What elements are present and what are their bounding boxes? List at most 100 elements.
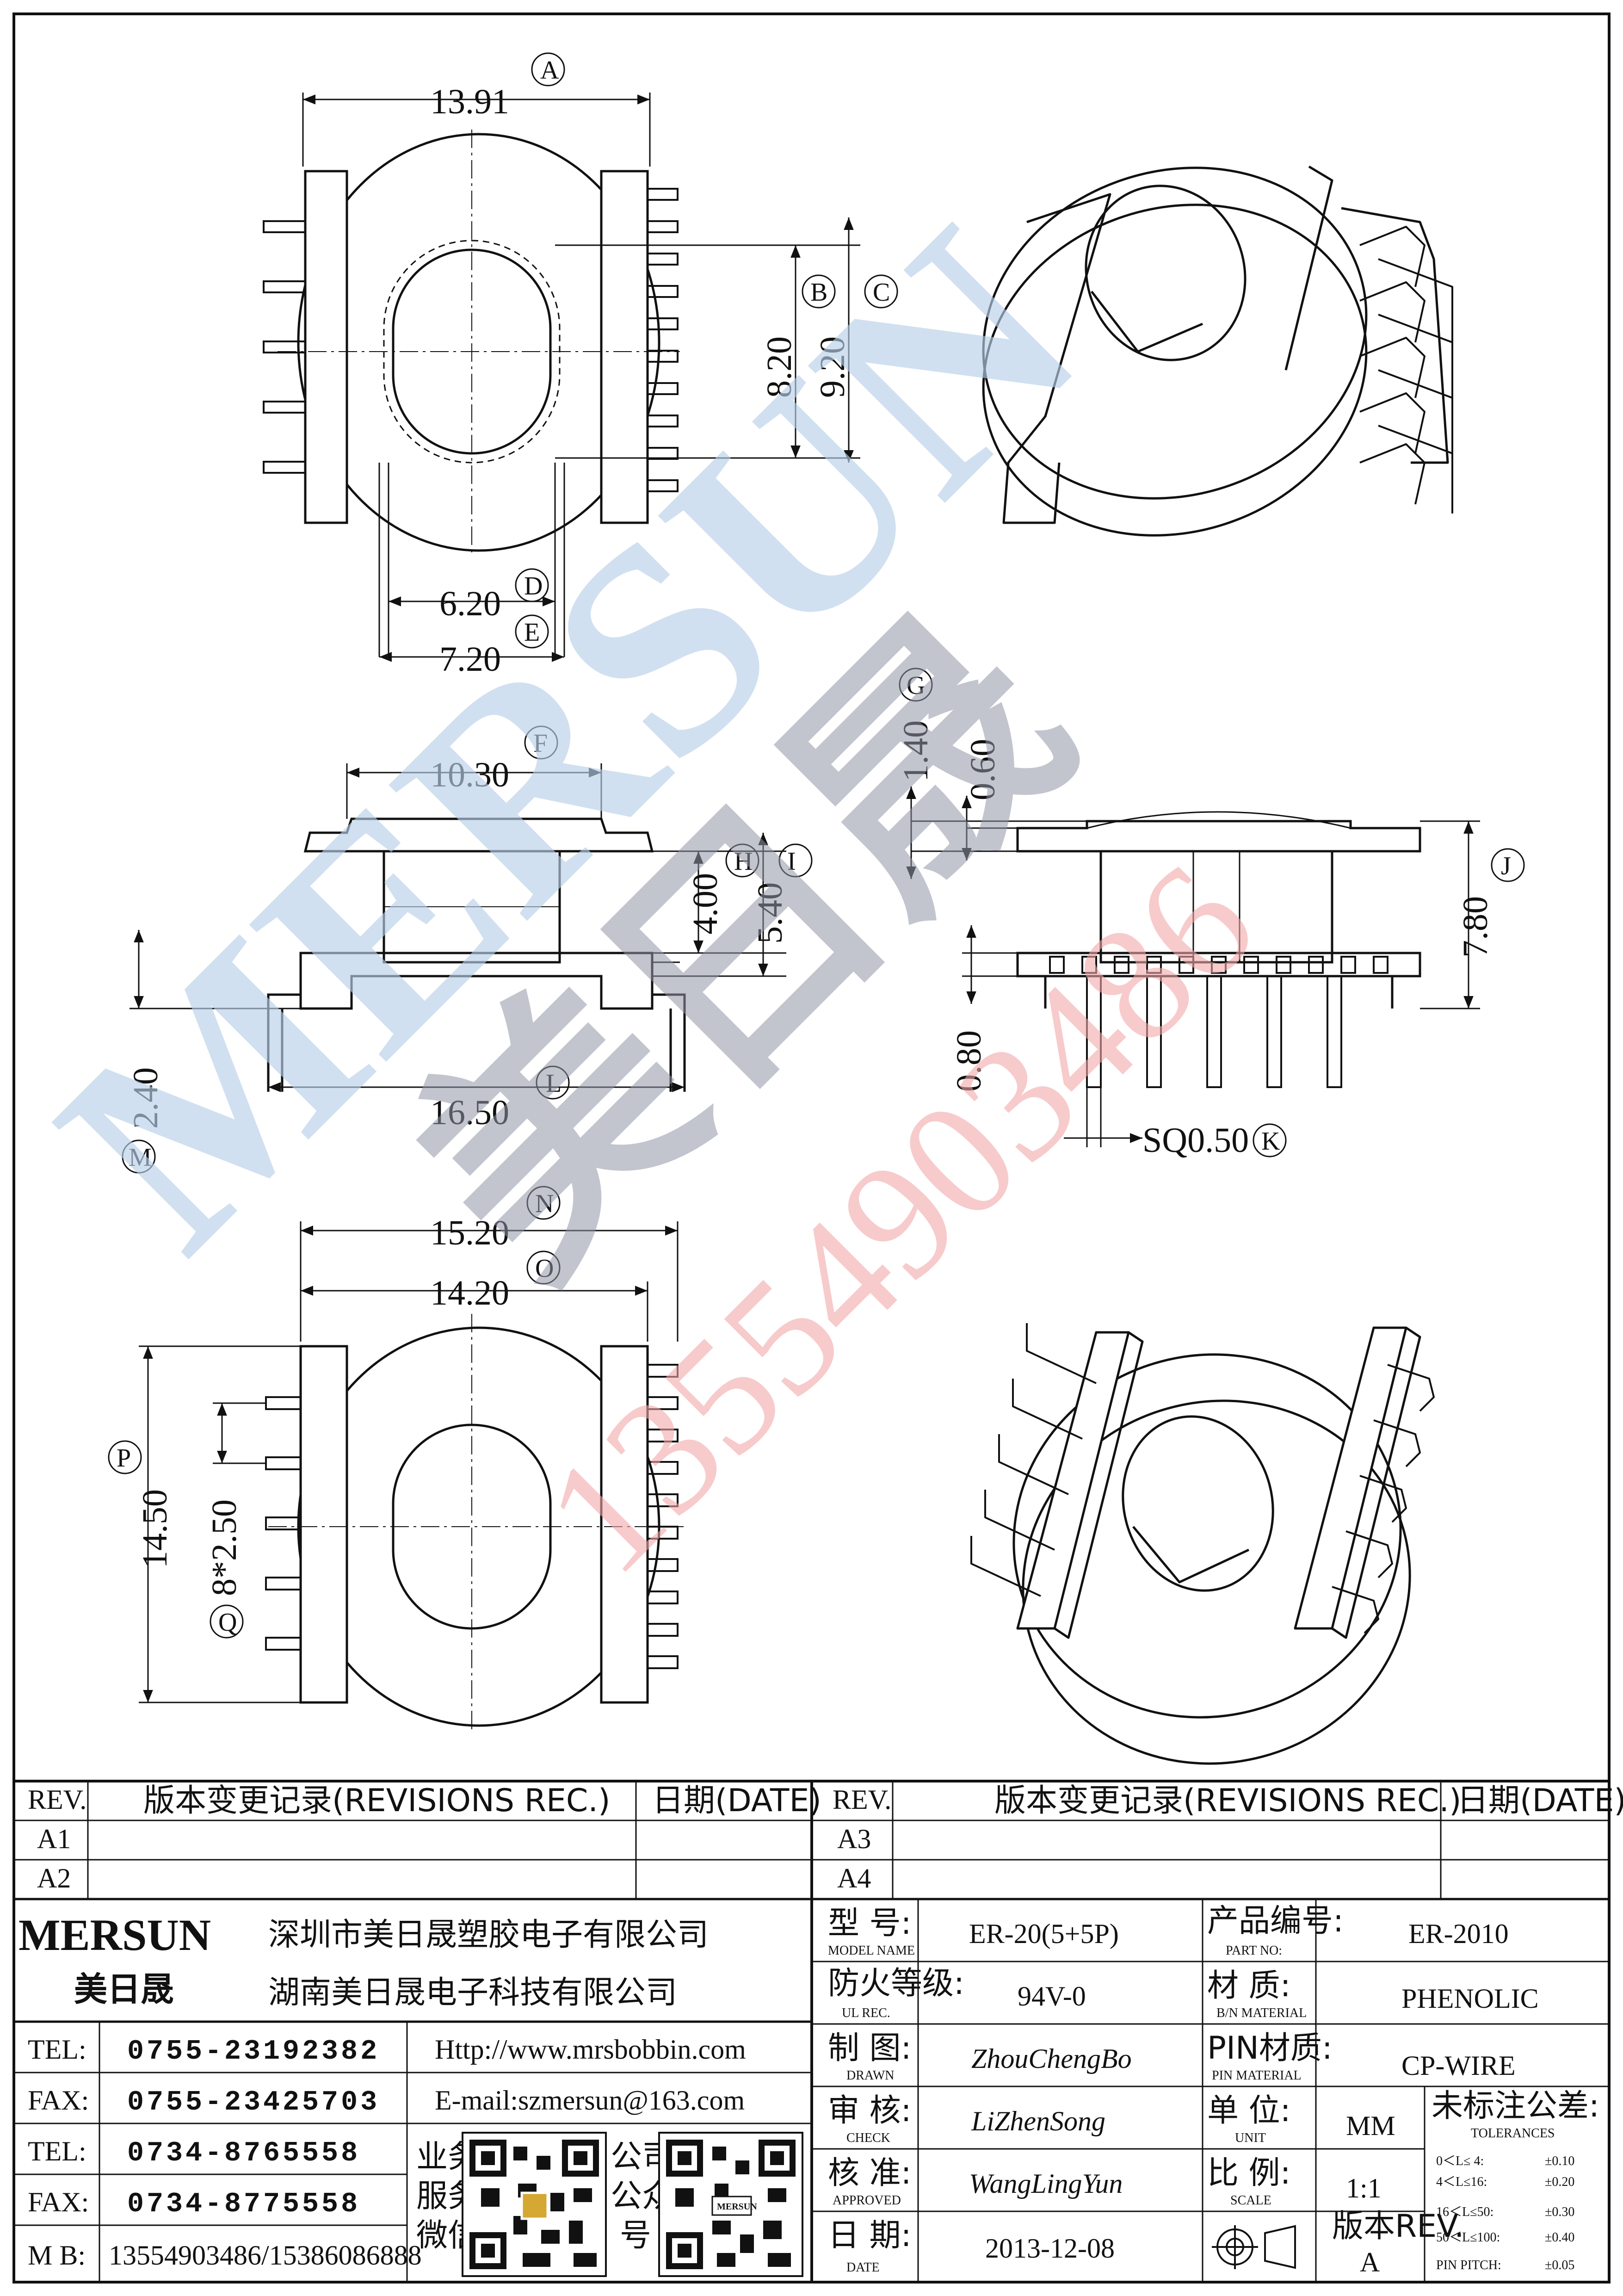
side-view-dim-text: 10.30 F 4.00 H 5.40 I 16.50 L 2.40 M — [122, 725, 813, 1174]
contact-key-5: M B: — [28, 2240, 86, 2271]
tol-value-5: ±0.05 — [1545, 2258, 1574, 2272]
check-value: LiZhenSong — [971, 2106, 1105, 2136]
rev-left-header: REV. — [28, 1784, 86, 1815]
rev-row-a2: A2 — [37, 1863, 71, 1894]
contact-val-4: 0734-8775558 — [127, 2189, 360, 2220]
unit-label-cn: 单 位: — [1207, 2092, 1291, 2129]
contact-key-3: TEL: — [28, 2136, 86, 2166]
dim-K-label: K — [1261, 1127, 1280, 1156]
rev-left-date-header: 日期(DATE) — [652, 1782, 821, 1819]
mat-label-en: B/N MATERIAL — [1216, 2006, 1307, 2020]
front-view-dims — [906, 786, 1480, 1147]
model-label-cn: 型 号: — [828, 1905, 912, 1942]
dim-D-label: D — [524, 572, 543, 600]
contact-key-4: FAX: — [28, 2187, 89, 2217]
dim-G-value: 1.40 — [896, 720, 935, 782]
version-value: A — [1360, 2247, 1380, 2277]
check-label-cn: 审 核: — [828, 2092, 912, 2129]
dim-E-value: 7.20 — [439, 640, 501, 679]
ul-label-cn: 防火等级: — [828, 1965, 964, 2002]
company-logo: MERSUN — [19, 1910, 211, 1960]
model-value: ER-20(5+5P) — [969, 1918, 1119, 1949]
contact-key-1: TEL: — [28, 2034, 86, 2065]
dim-C-value: 9.20 — [813, 336, 852, 398]
pin-label-cn: PIN材质: — [1207, 2030, 1333, 2067]
date-label-en: DATE — [846, 2260, 880, 2275]
front-view-dim-text: 1.40 G 0.60 7.80 J 0.80 SQ0.50 K — [896, 668, 1525, 1160]
dim-P-value: 14.50 — [136, 1489, 174, 1568]
dim-J-value: 7.80 — [1456, 896, 1495, 958]
dim-N-label: N — [535, 1189, 554, 1218]
dim-I-label: I — [787, 847, 796, 876]
contact-key-2: FAX: — [28, 2085, 89, 2116]
part-label-en: PART NO: — [1226, 1943, 1282, 1958]
scale-value: 1:1 — [1346, 2173, 1382, 2203]
company-name-1: 深圳市美日晟塑胶电子有限公司 — [268, 1917, 709, 1953]
qr-code-business — [462, 2132, 607, 2277]
tol-range-5: PIN PITCH: — [1436, 2258, 1501, 2272]
mat-label-cn: 材 质: — [1207, 1968, 1291, 2004]
dim-J-label: J — [1501, 852, 1511, 880]
dim-H-value: 4.00 — [686, 873, 725, 934]
appr-value: WangLingYun — [969, 2168, 1123, 2199]
contact-val-1: 0755-23192382 — [127, 2036, 380, 2067]
ul-value: 94V-0 — [1018, 1981, 1086, 2011]
scale-label-en: SCALE — [1230, 2193, 1271, 2208]
appr-label-cn: 核 准: — [828, 2155, 912, 2191]
model-label-en: MODEL NAME — [828, 1943, 915, 1958]
version-label: 版本REV. — [1332, 2208, 1464, 2245]
company-name-2: 湖南美日晟电子科技有限公司 — [268, 1974, 677, 2011]
dim-080-value: 0.80 — [950, 1030, 988, 1092]
qr-logo-text: MERSUN — [717, 2202, 757, 2212]
company-web: Http://www.mrsbobbin.com — [435, 2034, 746, 2065]
ul-label-en: UL REC. — [842, 2006, 890, 2020]
tol-label-en: TOLERANCES — [1471, 2126, 1555, 2141]
dim-A-value: 13.91 — [430, 82, 509, 121]
scale-label-cn: 比 例: — [1207, 2155, 1291, 2191]
dim-L-value: 16.50 — [430, 1093, 509, 1132]
rev-row-a1: A1 — [37, 1824, 71, 1854]
drawn-value: ZhouChengBo — [971, 2043, 1132, 2074]
isometric-view-bottom — [970, 1323, 1435, 1765]
part-label-cn: 产品编号: — [1207, 1903, 1344, 1939]
dim-M-value: 2.40 — [126, 1067, 165, 1129]
isometric-view-top — [982, 165, 1453, 537]
contact-val-3: 0734-8765558 — [127, 2138, 360, 2169]
unit-label-en: UNIT — [1235, 2131, 1266, 2145]
side-view — [267, 817, 686, 1092]
pin-value: CP-WIRE — [1401, 2050, 1516, 2081]
dim-060-value: 0.60 — [963, 739, 1002, 800]
dim-H-label: H — [734, 847, 753, 876]
date-value: 2013-12-08 — [985, 2233, 1115, 2264]
rev-right-rec-header: 版本变更记录(REVISIONS REC.) — [994, 1782, 1462, 1819]
check-label-en: CHECK — [846, 2131, 890, 2145]
dim-O-label: O — [535, 1254, 554, 1283]
qr-code-official: MERSUN — [658, 2132, 803, 2277]
top-view-dims — [302, 93, 860, 662]
dim-F-label: F — [533, 729, 548, 758]
mat-value: PHENOLIC — [1401, 1983, 1539, 2014]
dim-B-value: 8.20 — [760, 336, 799, 398]
rev-right-header: REV. — [833, 1784, 891, 1815]
dim-C-label: C — [873, 278, 890, 307]
spec-text: 型 号: MODEL NAME ER-20(5+5P) 产品编号: PART N… — [828, 1903, 1599, 2277]
dim-E-label: E — [524, 618, 540, 647]
rev-row-a4: A4 — [837, 1863, 871, 1894]
tol-label-cn: 未标注公差: — [1432, 2088, 1599, 2124]
title-block — [12, 1780, 1611, 2284]
contact-val-2: 0755-23425703 — [127, 2087, 380, 2118]
tol-value-4: ±0.40 — [1545, 2230, 1574, 2245]
dim-I-value: 5.40 — [751, 882, 790, 944]
front-view — [1016, 811, 1421, 1088]
rev-left-rec-header: 版本变更记录(REVISIONS REC.) — [143, 1782, 611, 1819]
tol-value-2: ±0.20 — [1545, 2175, 1574, 2189]
company-logo-cn: 美日晟 — [74, 1971, 174, 2008]
tol-range-4: 50＜L≤100: — [1436, 2230, 1500, 2245]
rev-right-date-header: 日期(DATE) — [1457, 1782, 1623, 1819]
tol-range-3: 16＜L≤50: — [1436, 2205, 1493, 2219]
part-value: ER-2010 — [1408, 1918, 1509, 1949]
tol-value-3: ±0.30 — [1545, 2205, 1574, 2219]
dim-O-value: 14.20 — [430, 1274, 509, 1312]
bottom-view — [265, 1314, 685, 1730]
